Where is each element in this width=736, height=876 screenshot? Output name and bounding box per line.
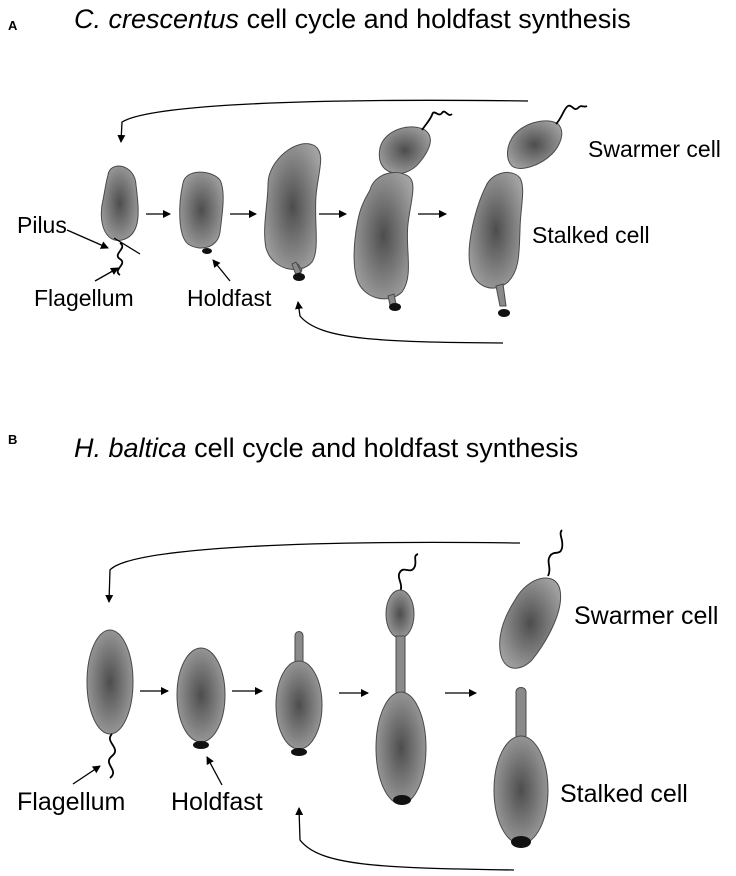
panel-a-bottom-cycle-arrow: [295, 301, 504, 344]
panel-b-stalked-cell-5: [493, 735, 549, 845]
panel-a-cell-2: [179, 171, 224, 249]
panel-b-cell-4-bottom: [375, 691, 427, 805]
panel-a-holdfast-5: [498, 309, 510, 317]
panel-a-flagellum: [116, 242, 124, 276]
panel-b-holdfast-3: [291, 748, 307, 756]
panel-b-label-holdfast: Holdfast: [171, 788, 263, 816]
panel-a-cell-3: [264, 143, 322, 270]
panel-b-cell-4-stalk: [395, 635, 406, 701]
panel-b-holdfast-5: [511, 836, 531, 848]
panel-b-swarmer-cell-1: [86, 629, 134, 735]
panel-a-swarmer-flagellum: [555, 104, 588, 125]
panel-a-label-stalked: Stalked cell: [532, 222, 650, 248]
panel-b-cell-4-top: [385, 589, 415, 639]
panel-b-stalk-5: [515, 687, 527, 741]
panel-b-holdfast-2: [193, 741, 209, 749]
panel-a-holdfast-pointer: [212, 259, 231, 282]
panel-a-swarmer-cell-5: [507, 120, 563, 169]
panel-b-holdfast-pointer: [206, 756, 223, 786]
panel-a-label-pilus: Pilus: [17, 212, 67, 238]
panel-a-flagellum-pointer: [94, 267, 119, 282]
panel-a-swarmer-cell-1: [100, 165, 139, 241]
panel-a-holdfast-2: [202, 248, 212, 254]
panel-a-cell-4-bottom: [353, 172, 414, 300]
panel-a: A C. crescentus cell cycle and holdfast …: [8, 4, 721, 344]
panel-b-swarmer-flagellum: [547, 529, 564, 577]
panel-b-holdfast-4: [393, 795, 411, 805]
panel-b-cell-3: [275, 660, 323, 750]
panel-a-cell-4-top: [378, 126, 431, 175]
panel-b-cell-2: [176, 647, 226, 743]
panel-b-stalk-3: [294, 631, 304, 667]
panel-b-flagellum-pointer: [72, 765, 101, 785]
panel-a-stalk-5: [495, 283, 507, 307]
panel-a-holdfast-3: [293, 273, 305, 281]
panel-a-pilus: [113, 237, 141, 255]
panel-b: B H. baltica cell cycle and holdfast syn…: [8, 432, 718, 871]
panel-a-top-cycle-arrow: [117, 99, 529, 143]
panel-b-label-flagellum: Flagellum: [17, 788, 125, 816]
panel-b-flagellum: [107, 733, 116, 779]
panel-b-letter: B: [8, 432, 17, 447]
panel-b-swarmer-cell-5: [499, 577, 562, 669]
panel-b-bottom-cycle-arrow: [295, 807, 515, 871]
panel-a-label-swarmer: Swarmer cell: [588, 136, 721, 162]
panel-a-label-flagellum: Flagellum: [34, 285, 134, 311]
panel-a-stalked-cell-5: [468, 171, 524, 289]
panel-b-cell-4-flagellum: [397, 553, 419, 593]
panel-a-pilus-pointer: [66, 229, 109, 249]
panel-b-top-cycle-arrow: [105, 541, 521, 603]
panel-a-title: C. crescentus cell cycle and holdfast sy…: [74, 4, 631, 34]
panel-b-label-swarmer: Swarmer cell: [574, 602, 718, 630]
panel-a-letter: A: [8, 18, 18, 33]
panel-a-label-holdfast: Holdfast: [187, 285, 272, 311]
panel-a-cell-4-flagellum: [421, 110, 453, 131]
panel-b-label-stalked: Stalked cell: [560, 780, 688, 808]
panel-b-title: H. baltica cell cycle and holdfast synth…: [74, 433, 578, 463]
panel-a-holdfast-4: [389, 303, 401, 311]
